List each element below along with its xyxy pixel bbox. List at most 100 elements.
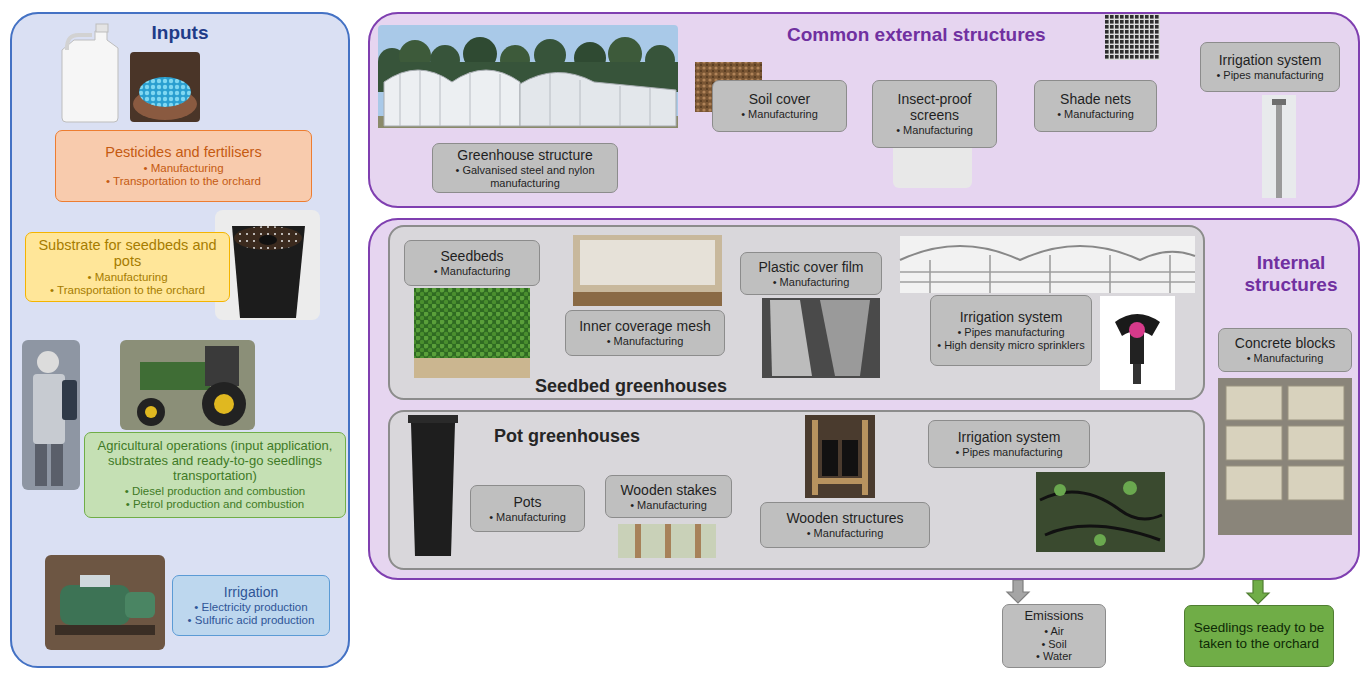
panel-title: Common external structures xyxy=(787,24,1127,46)
box-title: Pesticides and fertilisers xyxy=(61,144,306,161)
tractor-illustration xyxy=(205,346,239,386)
pot-irrigation-photo xyxy=(1094,534,1106,546)
wooden-structure-photo xyxy=(822,440,838,476)
panel-ground xyxy=(388,225,1205,400)
pot-irrigation-photo xyxy=(1123,481,1137,495)
greenhouse-interior-photo xyxy=(900,246,1195,260)
tractor-illustration xyxy=(202,382,246,426)
bullet-item: • Transportation to the orchard xyxy=(31,284,224,297)
substrate-pot-illustration xyxy=(259,235,277,245)
pump-illustration xyxy=(60,585,130,625)
wooden-structure-photo xyxy=(812,478,868,484)
group-panel: Internal structuresSeedbed greenhousesSe… xyxy=(368,218,1360,580)
box-title: Greenhouse structure xyxy=(438,147,612,163)
greenhouse-interior-photo xyxy=(900,272,1195,282)
substrate-pot-illustration xyxy=(232,226,305,318)
bullet-item: • Water xyxy=(1008,650,1100,663)
box-title: Irrigation xyxy=(178,584,324,600)
box-title: Soil cover xyxy=(718,91,841,107)
greenhouse-interior-photo xyxy=(900,236,1195,293)
process-box: Irrigation system• Pipes manufacturing xyxy=(928,420,1090,468)
bullet-item: • Manufacturing xyxy=(878,124,991,137)
wooden-structure-photo xyxy=(805,415,875,498)
concrete-blocks-photo xyxy=(1226,386,1282,420)
bullet-item: • Air xyxy=(1008,625,1100,638)
bullet-item: • Petrol production and combustion xyxy=(90,498,340,511)
greenhouse-interior-photo xyxy=(900,236,1195,293)
bullet-item: • Manufacturing xyxy=(718,108,841,121)
process-box: Irrigation system• Pipes manufacturing xyxy=(1200,42,1340,92)
panel-ground xyxy=(388,410,1205,570)
box-title: Irrigation system xyxy=(934,429,1084,445)
plastic-film-photo xyxy=(820,300,870,376)
panel-ground xyxy=(10,12,1360,668)
process-box: Concrete blocks• Manufacturing xyxy=(1218,328,1352,372)
jug-illustration xyxy=(96,24,108,32)
wooden-stakes-photo xyxy=(635,524,641,558)
substrate-pot-illustration xyxy=(215,210,320,320)
seedbed-photo xyxy=(414,358,530,378)
tractor-illustration xyxy=(137,398,165,426)
process-box: Wooden stakes• Manufacturing xyxy=(605,475,732,518)
concrete-blocks-photo xyxy=(1218,378,1352,535)
plastic-film-photo xyxy=(762,298,880,378)
greenhouse-photo xyxy=(520,72,676,126)
flow-arrow xyxy=(1247,580,1269,604)
substrate-pot-illustration xyxy=(215,210,320,320)
wooden-structure-photo xyxy=(805,415,875,498)
process-box: Pesticides and fertilisers• Manufacturin… xyxy=(55,130,312,202)
sprinkler-photo xyxy=(1100,296,1175,390)
concrete-blocks-photo xyxy=(1288,466,1344,500)
process-box: Irrigation system• Pipes manufacturing• … xyxy=(930,295,1092,366)
pot-irrigation-photo xyxy=(1036,472,1165,552)
concrete-blocks-photo xyxy=(1218,378,1352,535)
pump-illustration xyxy=(45,555,165,650)
bullet-item: • Diesel production and combustion xyxy=(90,485,340,498)
process-box: Soil cover• Manufacturing xyxy=(712,80,847,132)
pot-illustration xyxy=(408,415,458,423)
bullet-item: • Manufacturing xyxy=(766,527,924,540)
bullet-item: • Galvanised steel and nylon manufacturi… xyxy=(438,164,612,189)
tractor-illustration xyxy=(145,406,157,418)
pot-irrigation-photo xyxy=(1054,484,1066,496)
mesh-photo xyxy=(580,240,715,285)
worker-illustration xyxy=(37,351,59,373)
fertiliser-illustration xyxy=(130,52,200,122)
wooden-stakes-photo xyxy=(618,524,716,558)
sprinkler-photo xyxy=(1133,364,1141,384)
panel-title: Inputs xyxy=(12,22,348,44)
tractor-illustration xyxy=(120,340,255,430)
process-box: Pots• Manufacturing xyxy=(470,485,585,532)
flow-arrow xyxy=(1007,580,1029,603)
worker-illustration xyxy=(22,340,80,490)
group-panel: Common external structuresGreenhouse str… xyxy=(368,12,1360,208)
tractor-illustration xyxy=(140,362,210,390)
process-box: Seedlings ready to be taken to the orcha… xyxy=(1184,605,1334,667)
panel-ground xyxy=(368,218,1360,580)
bullet-item: • High density micro sprinklers xyxy=(936,339,1086,352)
pipe-photo xyxy=(1272,99,1286,105)
box-title: Irrigation system xyxy=(936,309,1086,325)
process-box: Insect-proof screens• Manufacturing xyxy=(872,80,997,148)
process-box: Plastic cover film• Manufacturing xyxy=(740,252,882,295)
pump-illustration xyxy=(80,575,110,587)
process-box: Inner coverage mesh• Manufacturing xyxy=(565,310,725,356)
process-box: Substrate for seedbeds and pots• Manufac… xyxy=(25,232,230,302)
bullet-item: • Soil xyxy=(1008,638,1100,651)
mesh-photo xyxy=(573,235,722,306)
box-title: Concrete blocks xyxy=(1224,335,1346,351)
mesh-photo xyxy=(573,292,722,306)
mesh-photo xyxy=(573,235,722,306)
bullet-item: • Pipes manufacturing xyxy=(1206,69,1334,82)
box-title: Pots xyxy=(476,494,579,510)
group-panel: InputsPesticides and fertilisers• Manufa… xyxy=(10,12,350,668)
box-title: Seedbeds xyxy=(410,248,534,264)
seedbed-photo xyxy=(414,288,530,378)
tractor-illustration xyxy=(214,394,234,414)
box-title: Shade nets xyxy=(1040,91,1151,107)
greenhouse-photo xyxy=(400,70,650,126)
box-title: Emissions xyxy=(1008,609,1100,624)
panel-title: Internal structures xyxy=(1228,252,1354,296)
sprinkler-photo xyxy=(1129,322,1145,338)
